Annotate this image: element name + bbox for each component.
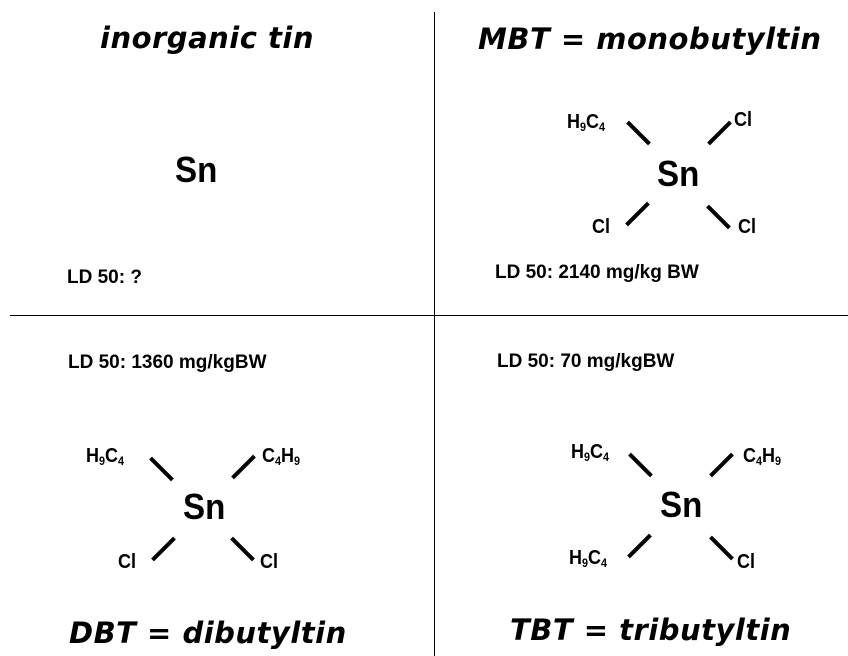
mbt-bond-top-left — [626, 120, 651, 146]
dbt-top-left-ligand: H9C4 — [86, 445, 125, 468]
vertical-divider — [434, 12, 435, 656]
tbt-bottom-left-ligand: H9C4 — [569, 547, 608, 570]
dbt-bond-top-right — [231, 454, 256, 480]
mbt-top-left-ligand: H9C4 — [567, 111, 606, 134]
inorganic-ld50: LD 50: ? — [67, 267, 142, 288]
mbt-bond-bottom-right — [706, 204, 731, 230]
inorganic-sn-atom: Sn — [175, 149, 218, 190]
tbt-top-left-ligand: H9C4 — [571, 441, 610, 464]
tbt-bond-top-left — [628, 452, 653, 478]
dbt-bottom-right-ligand: Cl — [260, 551, 278, 573]
mbt-top-right-ligand: Cl — [734, 109, 752, 131]
mbt-bond-bottom-left — [625, 201, 650, 227]
mbt-title: MBT = monobutyltin — [478, 22, 822, 56]
mbt-sn-atom: Sn — [657, 153, 700, 194]
tbt-ld50: LD 50: 70 mg/kgBW — [497, 351, 675, 372]
mbt-bottom-right-ligand: Cl — [738, 216, 756, 238]
tbt-bond-bottom-right — [709, 535, 734, 561]
horizontal-divider — [10, 315, 848, 316]
tbt-bond-top-right — [709, 452, 734, 478]
tbt-sn-atom: Sn — [660, 484, 703, 525]
dbt-bond-bottom-right — [230, 536, 255, 562]
inorganic-title: inorganic tin — [100, 21, 314, 55]
dbt-sn-atom: Sn — [183, 486, 226, 527]
dbt-bond-top-left — [149, 456, 174, 482]
tbt-bottom-right-ligand: Cl — [737, 551, 755, 573]
dbt-bond-bottom-left — [151, 536, 176, 562]
dbt-bottom-left-ligand: Cl — [118, 551, 136, 573]
tbt-title: TBT = tributyltin — [510, 613, 792, 647]
tbt-bond-bottom-left — [627, 533, 652, 559]
mbt-bottom-left-ligand: Cl — [592, 216, 610, 238]
dbt-title: DBT = dibutyltin — [69, 616, 347, 650]
dbt-ld50: LD 50: 1360 mg/kgBW — [68, 352, 267, 373]
mbt-bond-top-right — [707, 120, 732, 146]
dbt-top-right-ligand: C4H9 — [262, 445, 301, 468]
mbt-ld50: LD 50: 2140 mg/kg BW — [495, 262, 699, 283]
tbt-top-right-ligand: C4H9 — [743, 445, 782, 468]
